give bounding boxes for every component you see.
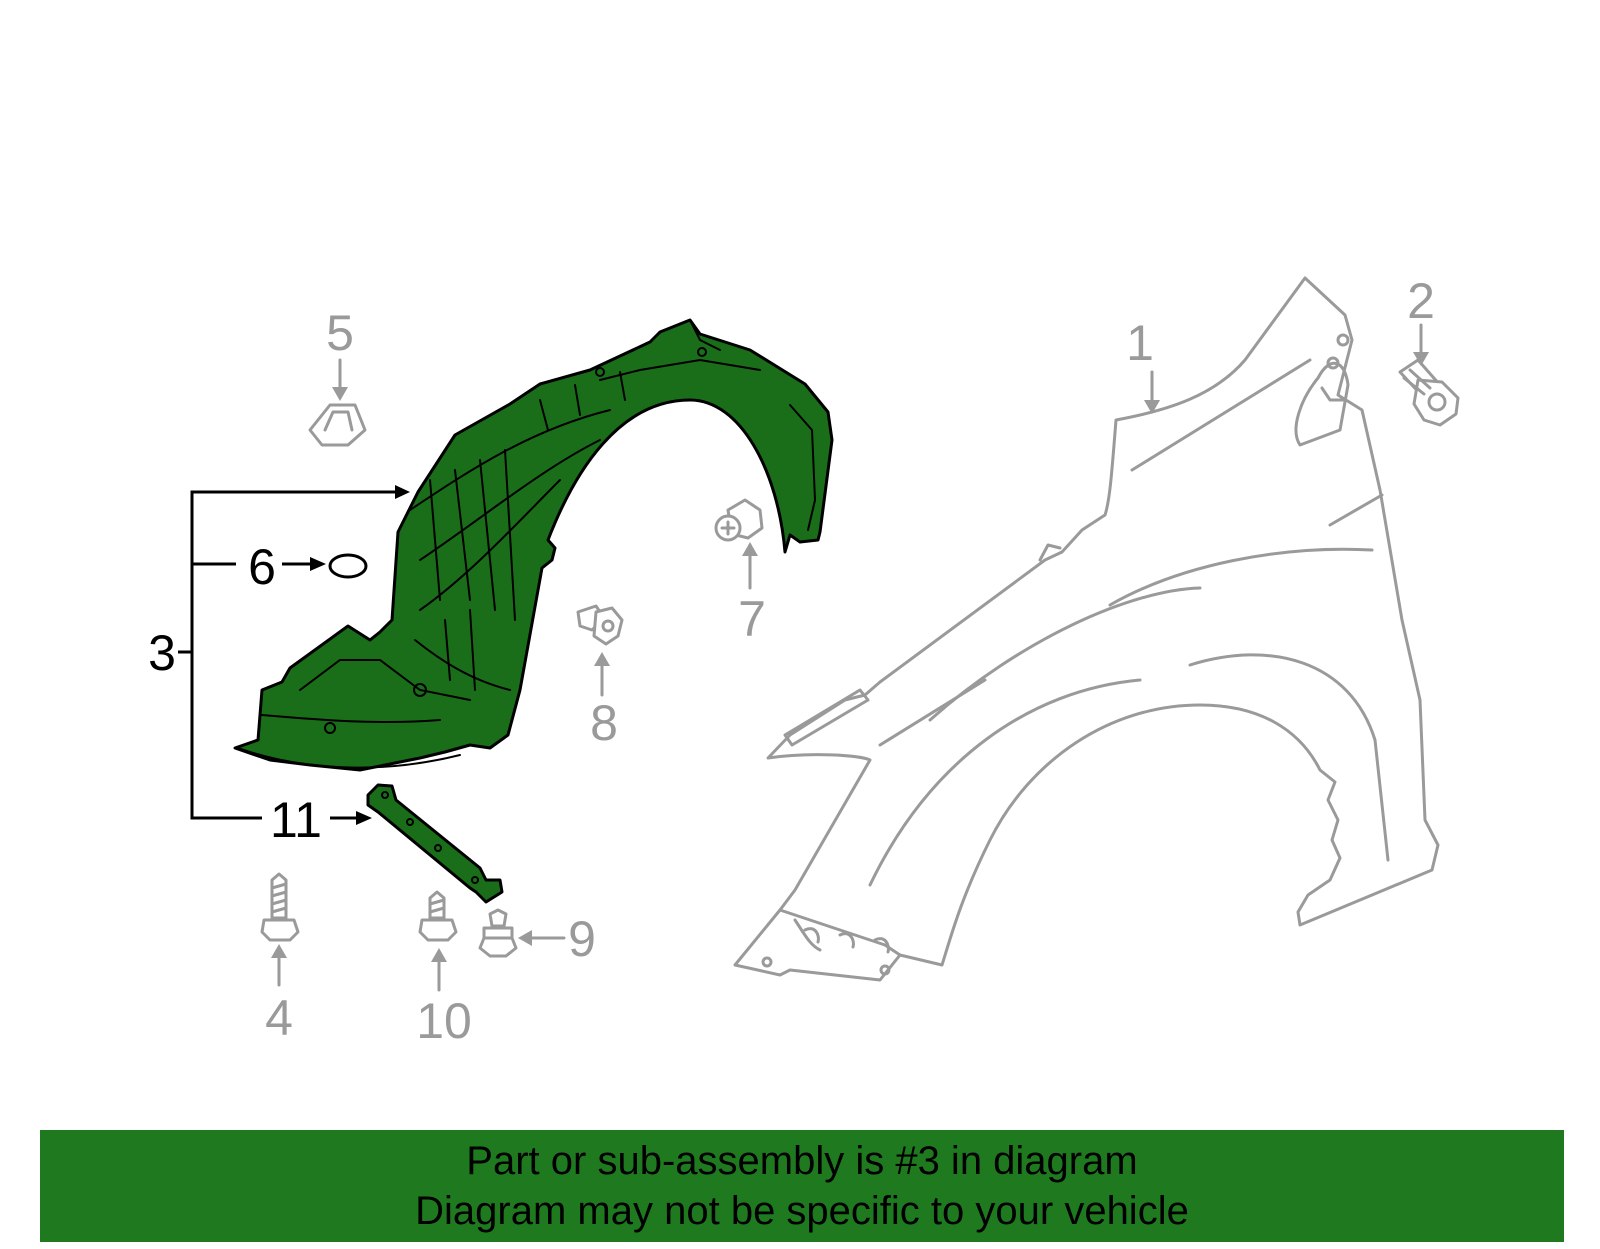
callout-2: 2 bbox=[1407, 273, 1435, 366]
callout-11-number: 11 bbox=[270, 792, 322, 848]
callout-1-number: 1 bbox=[1126, 315, 1154, 371]
callout-2-number: 2 bbox=[1407, 273, 1435, 329]
banner-line-1: Part or sub-assembly is #3 in diagram bbox=[466, 1139, 1138, 1183]
callout-1: 1 bbox=[1126, 315, 1160, 414]
callout-9-number: 9 bbox=[568, 911, 596, 967]
part-4-bolt bbox=[260, 872, 300, 942]
info-banner: Part or sub-assembly is #3 in diagram Di… bbox=[40, 1130, 1564, 1242]
callout-7-number: 7 bbox=[738, 591, 766, 647]
callout-7: 7 bbox=[738, 542, 766, 647]
part-9-bolt bbox=[478, 908, 518, 958]
part-11-bracket: 11 bbox=[270, 783, 504, 904]
banner-line-2: Diagram may not be specific to your vehi… bbox=[415, 1189, 1189, 1233]
callout-10-number: 10 bbox=[416, 993, 472, 1049]
callout-9: 9 bbox=[518, 911, 596, 967]
part-10-bolt bbox=[418, 890, 458, 942]
part-1-front-fender bbox=[733, 276, 1440, 982]
callout-8-number: 8 bbox=[590, 695, 618, 751]
part-8-clip bbox=[576, 604, 624, 646]
callout-5-number: 5 bbox=[326, 305, 354, 361]
callout-6-number: 6 bbox=[248, 539, 276, 595]
callout-3-bracket: 3 bbox=[148, 485, 410, 820]
callout-4-number: 4 bbox=[265, 990, 293, 1046]
callout-5: 5 bbox=[326, 305, 354, 401]
callout-4: 4 bbox=[265, 944, 293, 1046]
callout-10: 10 bbox=[416, 948, 472, 1049]
part-3-fender-liner bbox=[233, 318, 834, 772]
callout-8: 8 bbox=[590, 652, 618, 751]
part-2-fender-bolt bbox=[1398, 358, 1460, 427]
part-7-push-clip bbox=[714, 498, 764, 542]
callout-3-number: 3 bbox=[148, 625, 176, 681]
part-5-clip-nut bbox=[308, 403, 367, 447]
part-6-seal: 6 bbox=[248, 539, 368, 595]
